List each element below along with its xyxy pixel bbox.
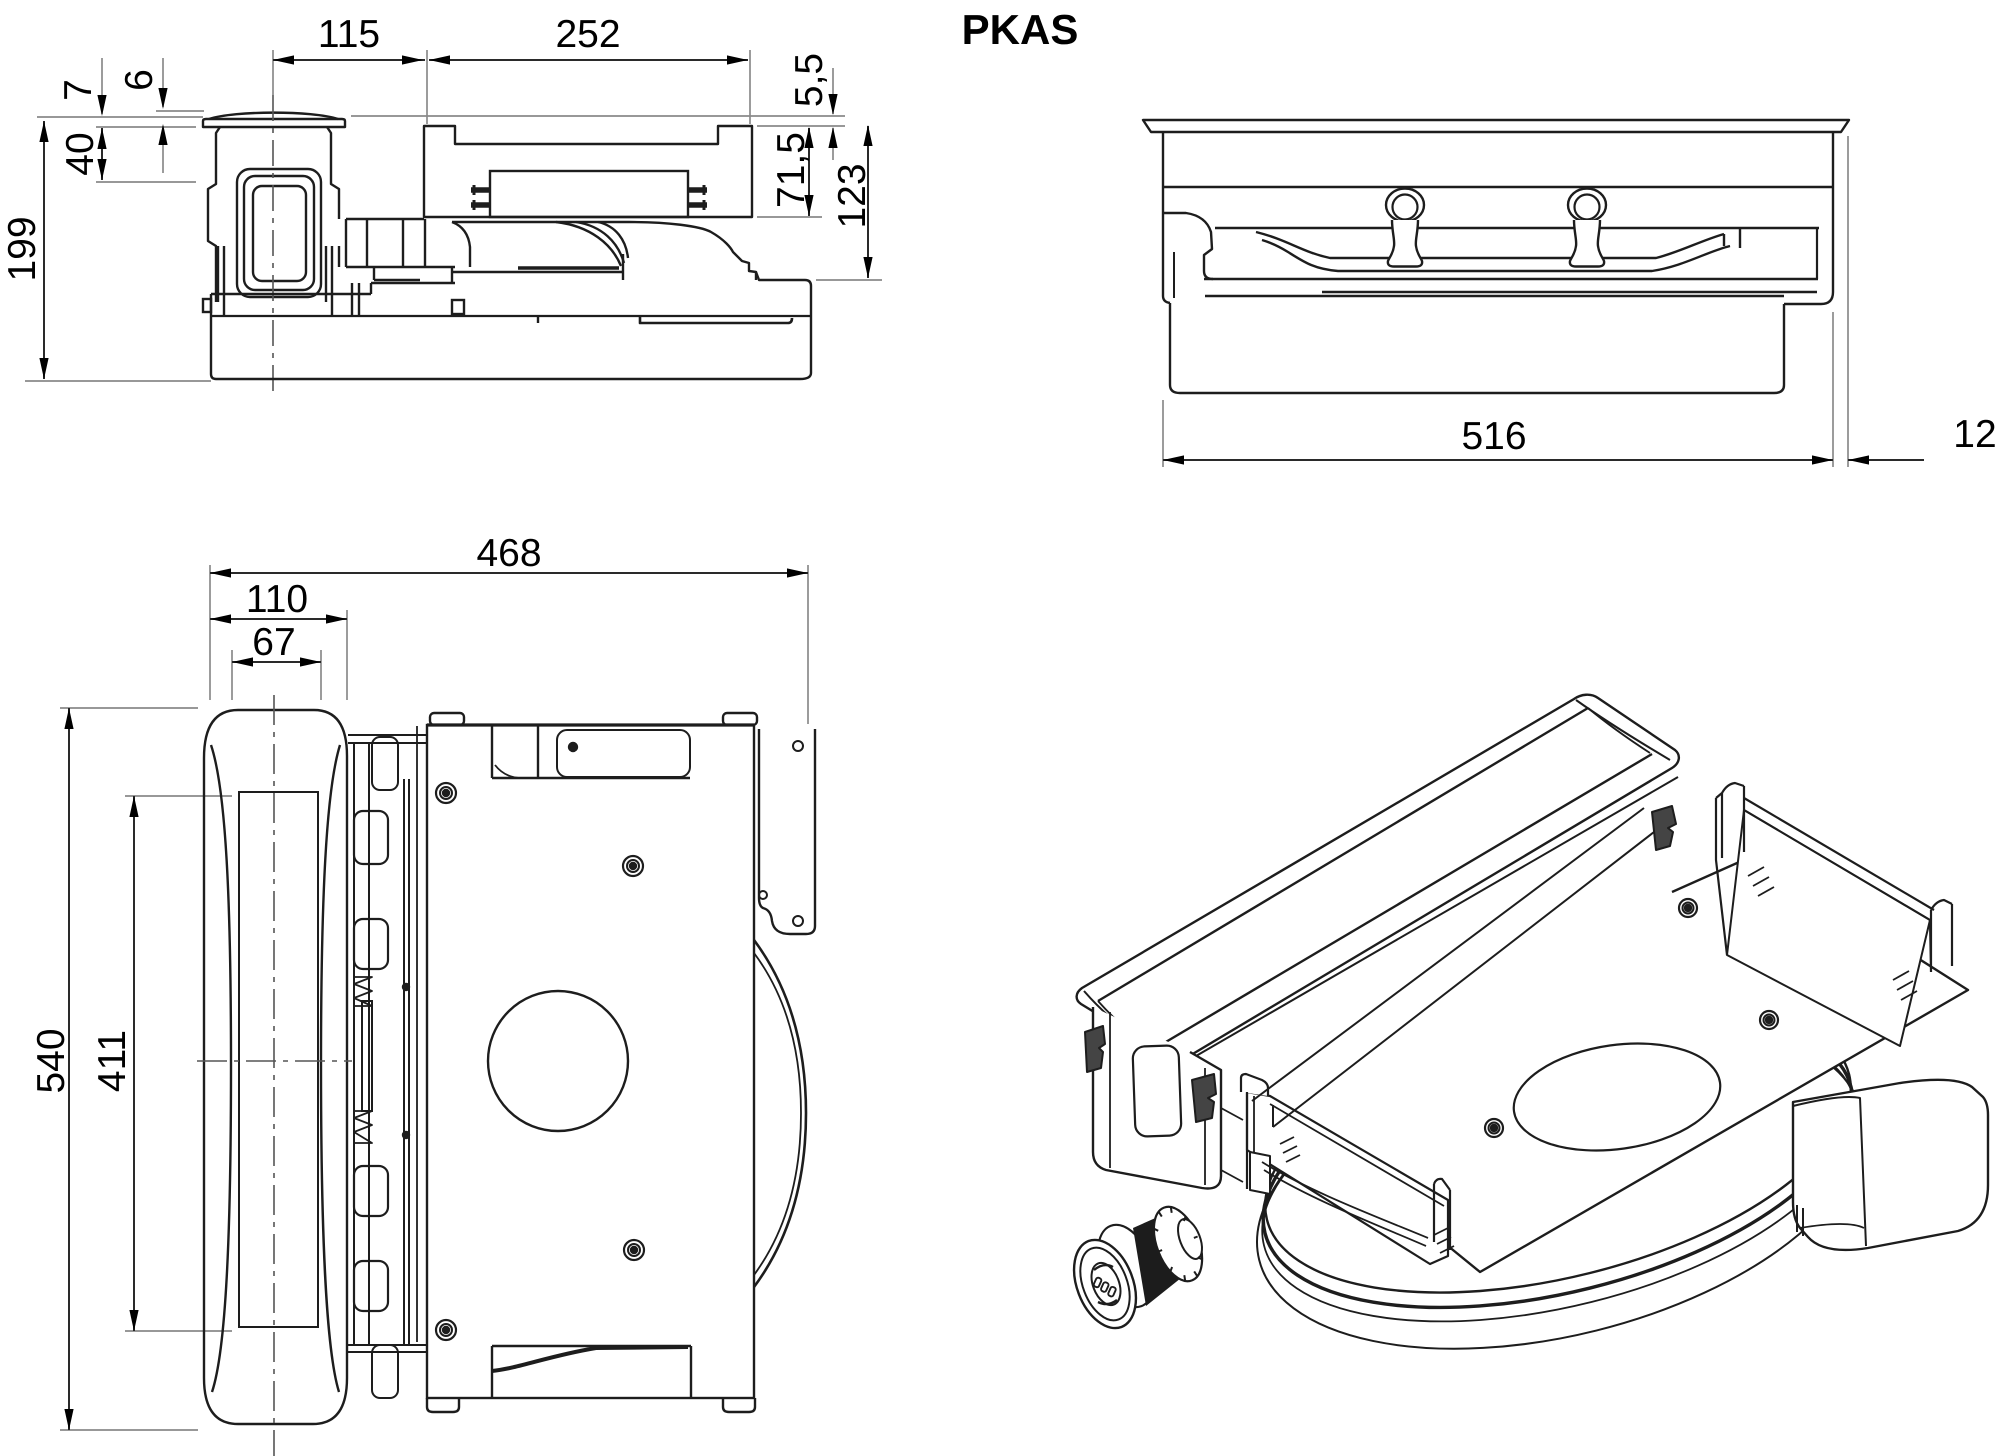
svg-text:7: 7 — [57, 79, 100, 101]
svg-text:468: 468 — [476, 532, 541, 575]
svg-text:411: 411 — [91, 1030, 134, 1092]
svg-text:71,5: 71,5 — [770, 132, 813, 208]
svg-text:110: 110 — [246, 578, 308, 621]
svg-text:12: 12 — [1953, 413, 1996, 456]
svg-text:40: 40 — [59, 132, 102, 175]
svg-text:540: 540 — [30, 1028, 73, 1093]
svg-text:199: 199 — [1, 216, 44, 281]
svg-text:115: 115 — [318, 13, 380, 56]
svg-text:67: 67 — [252, 621, 295, 664]
svg-text:5,5: 5,5 — [788, 53, 831, 107]
svg-text:516: 516 — [1461, 415, 1526, 458]
svg-text:6: 6 — [118, 69, 161, 91]
svg-text:252: 252 — [555, 13, 620, 56]
svg-text:123: 123 — [831, 163, 874, 228]
svg-text:PKAS: PKAS — [962, 6, 1079, 53]
